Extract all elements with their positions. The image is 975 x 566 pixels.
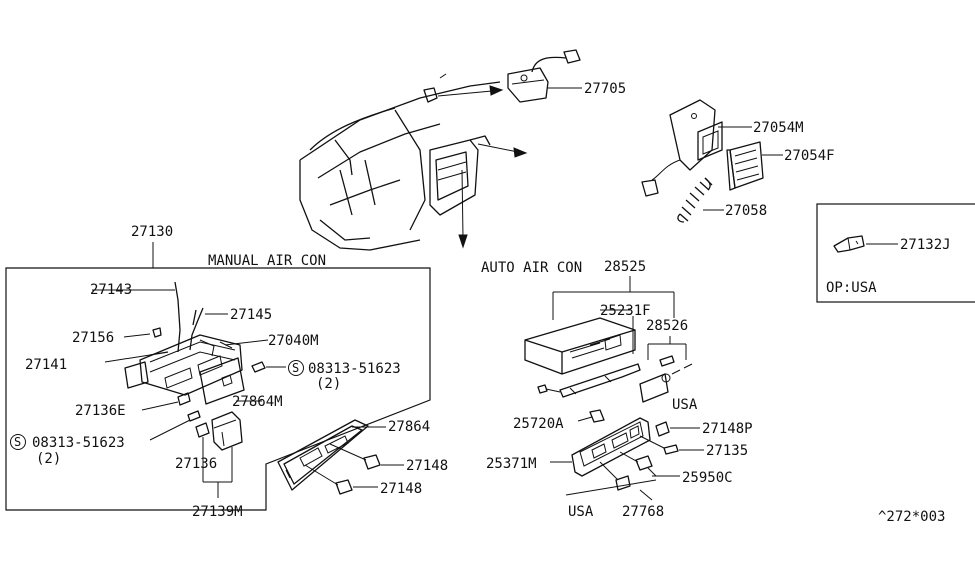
auto-air-con-group: AUTO AIR CON 28525 25231F 28526 USA <box>481 259 753 520</box>
label-25371m: 25371M <box>486 456 537 472</box>
label-27136: 27136 <box>175 456 217 472</box>
label-27705: 27705 <box>584 81 626 97</box>
label-27143: 27143 <box>90 282 132 298</box>
part-27705-sensor: 27705 <box>507 49 626 103</box>
part-vent-assembly: 27054M 27054F 27058 <box>641 99 835 223</box>
diagram-code: ^272*003 <box>878 509 945 525</box>
label-27864m: 27864M <box>232 394 283 410</box>
label-27148-b: 27148 <box>380 481 422 497</box>
label-27145: 27145 <box>230 307 272 323</box>
label-27135: 27135 <box>706 443 748 459</box>
option-usa-box: 27132J OP:USA <box>816 203 975 303</box>
label-27130: 27130 <box>131 224 173 240</box>
label-27139m: 27139M <box>192 504 243 520</box>
label-qty-b: (2) <box>36 451 61 467</box>
label-27141: 27141 <box>25 357 67 373</box>
label-27148-a: 27148 <box>406 458 448 474</box>
label-28525: 28525 <box>604 259 646 275</box>
label-qty-a: (2) <box>316 376 341 392</box>
dashboard-illustration <box>299 73 528 251</box>
label-27132j: 27132J <box>900 237 951 253</box>
label-27136e: 27136E <box>75 403 126 419</box>
part-27864-panel: 27864 27148 27148 <box>277 419 448 497</box>
screw-symbol-b: S <box>14 435 21 449</box>
label-27054f: 27054F <box>784 148 835 164</box>
label-manual-air-con: MANUAL AIR CON <box>208 253 326 269</box>
label-usa-2: USA <box>568 504 594 520</box>
label-auto-air-con: AUTO AIR CON <box>481 260 582 276</box>
label-27040m: 27040M <box>268 333 319 349</box>
label-op-usa: OP:USA <box>826 280 877 296</box>
label-25720a: 25720A <box>513 416 564 432</box>
label-27054m: 27054M <box>753 120 804 136</box>
screw-symbol-a: S <box>292 361 299 375</box>
manual-air-con-group: 27130 MANUAL AIR CON 27143 27145 27156 2… <box>5 224 431 520</box>
label-08313-b: 08313-51623 <box>32 435 125 451</box>
label-25231f: 25231F <box>600 303 651 319</box>
label-28526: 28526 <box>646 318 688 334</box>
label-usa-1: USA <box>672 397 698 413</box>
label-25950c: 25950C <box>682 470 733 486</box>
label-08313-a: 08313-51623 <box>308 361 401 377</box>
label-27058: 27058 <box>725 203 767 219</box>
label-27864: 27864 <box>388 419 430 435</box>
label-27148p: 27148P <box>702 421 753 437</box>
label-27156: 27156 <box>72 330 114 346</box>
label-27768: 27768 <box>622 504 664 520</box>
